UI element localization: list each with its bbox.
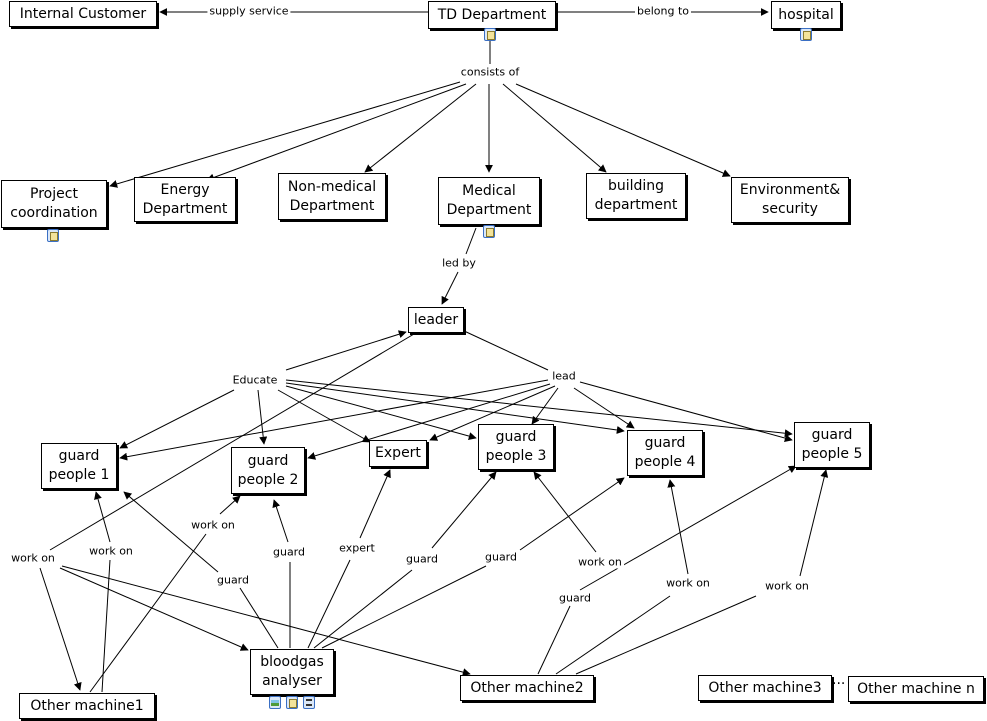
concept-guard-people-4[interactable]: guard people 4 [627, 430, 703, 476]
concept-project-coordination[interactable]: Project coordination [1, 180, 107, 228]
link-educate[interactable]: Educate [230, 373, 280, 387]
concept-leader[interactable]: leader [408, 307, 464, 333]
concept-guard-people-1[interactable]: guard people 1 [41, 443, 117, 489]
link-lead[interactable]: lead [550, 369, 578, 383]
concept-bloodgas-analyser[interactable]: bloodgas analyser [250, 649, 334, 695]
concept-hospital[interactable]: hospital [771, 1, 841, 29]
link-expert[interactable]: expert [337, 541, 377, 555]
link-guard-machine2[interactable]: guard [556, 591, 594, 605]
link-work-on-guard5[interactable]: work on [763, 579, 811, 593]
concept-other-machine3[interactable]: Other machine3 [698, 675, 832, 701]
concept-td-department[interactable]: TD Department [428, 1, 556, 29]
note-icon[interactable] [286, 696, 298, 709]
link-supply-service[interactable]: supply service [207, 4, 291, 18]
link-work-on-guard3[interactable]: work on [576, 555, 624, 569]
ellipsis-separator: ... [832, 672, 846, 688]
concept-energy-department[interactable]: Energy Department [134, 177, 236, 222]
link-work-on-left[interactable]: work on [9, 551, 57, 565]
concept-environment-security[interactable]: Environment& security [731, 177, 849, 223]
note-icon[interactable] [484, 28, 496, 41]
concept-non-medical-department[interactable]: Non-medical Department [278, 173, 386, 220]
concept-medical-department[interactable]: Medical Department [438, 177, 540, 225]
note-icon[interactable] [800, 28, 812, 41]
note-icon[interactable] [47, 229, 59, 242]
concept-internal-customer[interactable]: Internal Customer [9, 1, 157, 27]
concept-other-machine-n[interactable]: Other machine n [848, 676, 984, 702]
link-guard-people2[interactable]: guard [270, 545, 308, 559]
link-led-by[interactable]: led by [440, 256, 478, 270]
link-guard-people3[interactable]: guard [403, 552, 441, 566]
concept-guard-people-3[interactable]: guard people 3 [478, 424, 554, 470]
link-work-on-machine1[interactable]: work on [87, 544, 135, 558]
image-icon[interactable] [269, 696, 281, 709]
concept-guard-people-2[interactable]: guard people 2 [231, 447, 305, 494]
concept-other-machine2[interactable]: Other machine2 [460, 675, 594, 701]
link-guard-people4[interactable]: guard [482, 550, 520, 564]
concept-guard-people-5[interactable]: guard people 5 [794, 422, 870, 468]
link-guard-people1[interactable]: guard [214, 573, 252, 587]
link-work-on-guard2[interactable]: work on [189, 518, 237, 532]
concept-other-machine1[interactable]: Other machine1 [19, 693, 155, 719]
link-belong-to[interactable]: belong to [634, 4, 692, 18]
note-icon[interactable] [483, 225, 495, 238]
concept-building-department[interactable]: building department [586, 173, 686, 219]
concept-map-icon[interactable] [303, 696, 315, 709]
link-consists-of[interactable]: consists of [458, 65, 522, 79]
concept-expert[interactable]: Expert [369, 440, 427, 467]
link-work-on-guard4[interactable]: work on [664, 576, 712, 590]
